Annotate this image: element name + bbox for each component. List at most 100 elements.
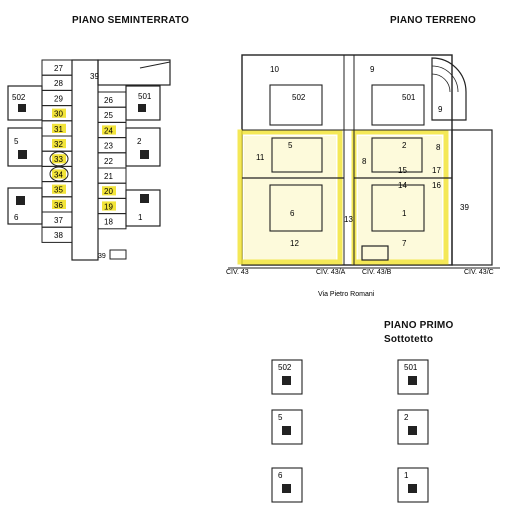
- basement-bottom-label: 39: [98, 253, 106, 260]
- storage-highlight: [102, 201, 116, 211]
- storage-cell-label: 19: [104, 202, 113, 211]
- ground-room-label: 2: [402, 141, 407, 150]
- storage-cell-label: 27: [54, 64, 63, 73]
- storage-cell-label: 29: [54, 94, 63, 103]
- storage-highlight: [102, 186, 116, 196]
- title-first: PIANO PRIMO: [384, 320, 454, 331]
- first-floor-unit: 502: [271, 359, 303, 395]
- ground-room-label: 13: [344, 215, 353, 224]
- basement-corridor: [71, 59, 99, 261]
- first-floor-unit-label: 1: [404, 471, 409, 480]
- storage-cell-label: 21: [104, 172, 113, 181]
- title-basement: PIANO SEMINTERRATO: [72, 15, 190, 26]
- ground-room-label: 8: [362, 157, 367, 166]
- ground-entry-box: [361, 245, 389, 261]
- basement-unit-5: 5: [7, 127, 43, 167]
- ground-room-label: 1: [402, 209, 407, 218]
- storage-cell-label: 33: [54, 155, 63, 164]
- unit-label: 5: [14, 137, 19, 146]
- title-ground: PIANO TERRENO: [390, 15, 476, 26]
- unit-label: 6: [14, 213, 19, 222]
- civic-43: CIV. 43: [226, 269, 249, 276]
- first-floor-unit: 2: [397, 409, 429, 445]
- storage-cell-label: 22: [104, 157, 113, 166]
- storage-cell-label: 30: [54, 110, 63, 119]
- ground-highlight-west: [237, 129, 343, 265]
- storage-highlight: [52, 169, 66, 179]
- ground-room-label: 12: [290, 239, 299, 248]
- storage-cell-label: 18: [104, 218, 113, 227]
- ground-room-label: 16: [432, 181, 441, 190]
- ground-room-label: 8: [436, 143, 441, 152]
- circled-marker: [49, 166, 69, 182]
- first-floor-unit: 6: [271, 467, 303, 503]
- ground-highlight-west-fill: [244, 136, 336, 260]
- ground-unit-502: [269, 84, 323, 126]
- first-floor-unit-label: 2: [404, 413, 409, 422]
- storage-cell-label: 32: [54, 140, 63, 149]
- storage-highlight: [52, 139, 66, 149]
- street-name: Via Pietro Romani: [318, 291, 375, 298]
- basement-corridor-label: 39: [90, 72, 99, 81]
- ground-room-label: 502: [292, 93, 306, 102]
- storage-cell-label: 37: [54, 216, 63, 225]
- storage-highlight: [52, 123, 66, 133]
- ground-unit-2: [371, 137, 423, 173]
- ground-room-label: 39: [460, 203, 469, 212]
- ground-unit-5: [271, 137, 323, 173]
- first-floor-unit: 1: [397, 467, 429, 503]
- unit-label: 1: [138, 213, 143, 222]
- ground-room-label: 9: [370, 65, 375, 74]
- first-floor-unit-label: 501: [404, 363, 418, 372]
- storage-cell-label: 38: [54, 231, 63, 240]
- storage-cell-label: 34: [54, 170, 63, 179]
- ground-room-label: 5: [288, 141, 293, 150]
- basement-unit-2: 2: [125, 127, 161, 167]
- storage-cell-label: 28: [54, 79, 63, 88]
- circled-marker: [49, 151, 69, 167]
- title-attic: Sottotetto: [384, 334, 434, 345]
- civic-43c: CIV. 43/C: [464, 269, 494, 276]
- storage-cell-label: 25: [104, 111, 113, 120]
- storage-cell-label: 31: [54, 125, 63, 134]
- basement-unit-6: 6: [7, 187, 43, 225]
- unit-label: 502: [12, 93, 26, 102]
- ground-room-label: 14: [398, 181, 407, 190]
- first-floor-unit-label: 5: [278, 413, 283, 422]
- basement-bottom-stair: [109, 249, 127, 260]
- basement-unit-1: 1: [125, 189, 161, 227]
- ground-unit-501: [371, 84, 425, 126]
- ground-room-label: 501: [402, 93, 416, 102]
- basement-unit-502: 502: [7, 85, 43, 121]
- storage-cell-label: 26: [104, 96, 113, 105]
- first-floor-unit: 501: [397, 359, 429, 395]
- ground-room-label: 9: [438, 105, 443, 114]
- storage-highlight: [52, 108, 66, 118]
- basement-north-wedge: [139, 61, 171, 82]
- civic-43b: CIV. 43/B: [362, 269, 392, 276]
- storage-highlight: [52, 199, 66, 209]
- ground-room-label: 15: [398, 166, 407, 175]
- ground-east-wing: [451, 129, 493, 266]
- storage-cell-label: 35: [54, 186, 63, 195]
- ground-room-label: 6: [290, 209, 295, 218]
- storage-cell-label: 23: [104, 142, 113, 151]
- civic-43a: CIV. 43/A: [316, 269, 346, 276]
- storage-cell-label: 24: [104, 126, 113, 135]
- storage-cell-label: 36: [54, 201, 63, 210]
- ground-room-label: 11: [256, 153, 265, 162]
- storage-highlight: [52, 154, 66, 164]
- first-floor-unit: 5: [271, 409, 303, 445]
- ground-unit-6: [269, 184, 323, 232]
- storage-highlight: [102, 125, 116, 135]
- first-floor-unit-label: 6: [278, 471, 283, 480]
- ground-room-label: 7: [402, 239, 407, 248]
- storage-cell-label: 20: [104, 187, 113, 196]
- ground-unit-1: [371, 184, 425, 232]
- basement-unit-501: 501: [125, 85, 161, 121]
- ground-room-label: 10: [270, 65, 279, 74]
